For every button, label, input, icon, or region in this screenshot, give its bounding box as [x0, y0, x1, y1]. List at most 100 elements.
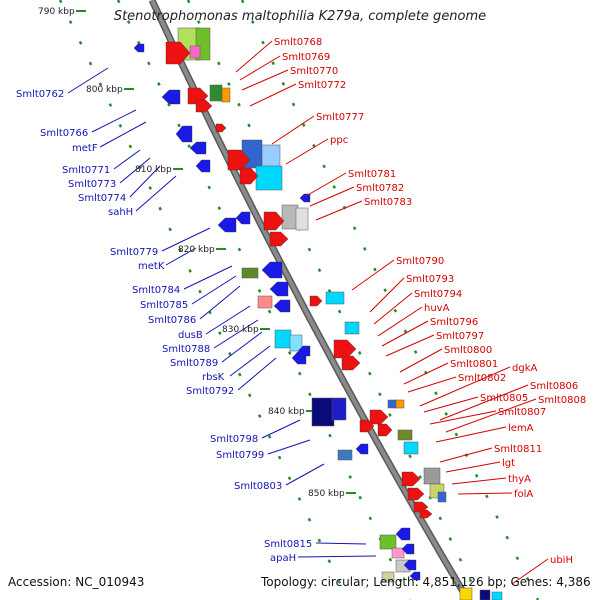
tick-label: 790 kbp	[38, 7, 75, 17]
accession-text: Accession: NC_010943	[8, 575, 145, 589]
gene-arrow	[413, 501, 429, 513]
forward-gene-line	[429, 410, 497, 425]
guide-track-0	[58, 0, 350, 600]
forward-gene-line	[419, 366, 511, 407]
gene-arrow	[261, 261, 283, 279]
forward-gene-label: Smlt0806	[530, 381, 578, 392]
reverse-gene-label: Smlt0799	[216, 450, 264, 461]
genome-backbone	[150, 0, 470, 600]
forward-gene-label: ppc	[330, 135, 348, 146]
reverse-gene-line	[67, 67, 109, 94]
feature-block	[221, 87, 231, 103]
reverse-gene-line	[315, 542, 367, 545]
forward-gene-label: Smlt0769	[282, 52, 330, 63]
gene-arrow	[299, 193, 311, 203]
gene-arrow	[309, 295, 323, 307]
reverse-gene-line	[119, 157, 151, 184]
gene-arrow	[409, 571, 421, 581]
gene-arrow	[215, 123, 227, 133]
reverse-gene-label: rbsK	[202, 372, 225, 383]
feature-block	[281, 204, 299, 230]
forward-gene-line	[451, 477, 507, 485]
reverse-gene-label: metK	[138, 261, 165, 272]
feature-block	[391, 547, 405, 559]
forward-gene-label: Smlt0811	[494, 444, 542, 455]
reverse-gene-label: sahH	[108, 207, 133, 218]
feature-block	[437, 491, 447, 503]
gene-arrow	[419, 509, 433, 519]
forward-gene-line	[445, 398, 537, 433]
gene-arrow	[407, 487, 425, 501]
gene-arrow	[263, 211, 285, 231]
forward-gene-label: Smlt0793	[406, 274, 454, 285]
gene-arrow	[227, 149, 251, 171]
gene-arrow	[297, 345, 311, 357]
forward-gene-label: thyA	[508, 474, 531, 485]
forward-gene-label: Smlt0800	[444, 345, 492, 356]
feature-block	[189, 45, 201, 59]
forward-gene-line	[271, 115, 315, 145]
reverse-gene-line	[229, 345, 271, 377]
reverse-gene-line	[129, 165, 161, 198]
reverse-gene-label: Smlt0766	[40, 128, 88, 139]
forward-gene-line	[235, 40, 273, 73]
forward-gene-label: Smlt0783	[364, 197, 412, 208]
forward-gene-label: Smlt0797	[436, 331, 484, 342]
forward-gene-line	[445, 461, 501, 473]
feature-block	[274, 329, 292, 349]
gene-arrow	[359, 419, 375, 433]
reverse-gene-label: dusB	[178, 330, 203, 341]
forward-gene-line	[285, 138, 329, 165]
reverse-gene-label: Smlt0788	[162, 344, 210, 355]
reverse-gene-line	[91, 109, 137, 133]
gene-arrow	[273, 299, 291, 313]
reverse-gene-line	[165, 247, 197, 266]
feature-block	[255, 165, 283, 191]
forward-gene-label: Smlt0782	[356, 183, 404, 194]
background-layer	[58, 0, 540, 600]
tick-label: 800 kbp	[86, 85, 123, 95]
feature-block	[241, 267, 259, 279]
forward-gene-label: Smlt0772	[298, 80, 346, 91]
reverse-gene-label: Smlt0774	[78, 193, 126, 204]
reverse-gene-label: Smlt0771	[62, 165, 110, 176]
feature-block	[381, 571, 395, 583]
feature-block	[344, 321, 360, 335]
gene-arrow	[401, 543, 415, 555]
forward-gene-label: Smlt0801	[450, 359, 498, 370]
forward-gene-label: folA	[514, 489, 533, 500]
forward-gene-line	[399, 348, 443, 373]
reverse-gene-line	[221, 331, 263, 363]
forward-gene-line	[309, 186, 355, 207]
feature-layer	[133, 27, 503, 600]
reverse-gene-line	[135, 175, 177, 212]
gene-arrow	[235, 211, 251, 225]
reverse-gene-label: Smlt0789	[170, 358, 218, 369]
reverse-gene-line	[183, 265, 233, 290]
forward-gene-line	[369, 277, 405, 313]
tick-label: 820 kbp	[178, 245, 215, 255]
reverse-gene-label: Smlt0785	[140, 300, 188, 311]
forward-gene-line	[239, 55, 281, 81]
gene-arrow	[369, 409, 389, 425]
feature-block	[289, 334, 303, 352]
reverse-gene-label: Smlt0773	[68, 179, 116, 190]
topology-text: Topology: circular; Length: 4,851,126 bp…	[261, 575, 591, 589]
forward-gene-line	[439, 384, 529, 421]
gene-arrow	[333, 339, 357, 359]
gene-arrow	[195, 159, 211, 173]
forward-gene-line	[423, 396, 479, 413]
forward-gene-label: dgkA	[512, 363, 537, 374]
forward-gene-line	[511, 558, 549, 585]
gene-arrow	[341, 355, 361, 371]
forward-gene-line	[373, 292, 413, 325]
forward-gene-label: Smlt0802	[458, 373, 506, 384]
forward-gene-line	[241, 69, 289, 91]
tick-label: 810 kbp	[135, 165, 172, 175]
gene-arrow	[269, 281, 289, 297]
gene-arrow	[195, 99, 213, 113]
feature-block	[491, 591, 503, 600]
